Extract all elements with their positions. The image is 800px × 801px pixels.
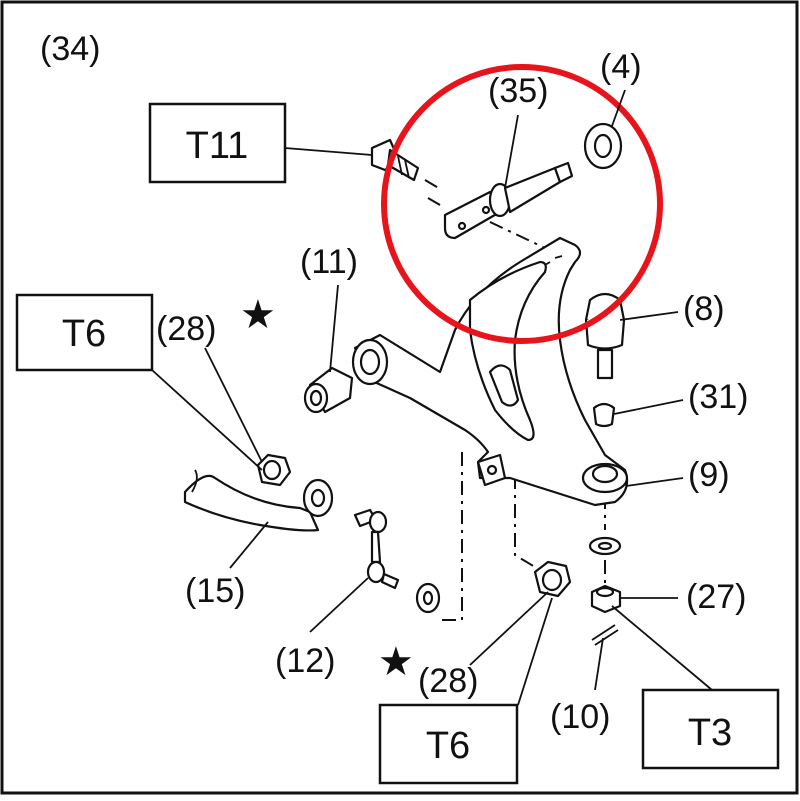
star-marker-bottom: ★: [378, 640, 414, 684]
torque-label-t3: T3: [688, 712, 732, 754]
label-28-top: (28): [156, 310, 216, 348]
bushing-11: [303, 366, 354, 414]
leader-lines: [151, 89, 713, 706]
pivot-bracket-35: [443, 161, 574, 240]
washer-12: [415, 582, 441, 614]
label-31: (31): [688, 378, 748, 416]
stabilizer-bar-15: [183, 469, 334, 532]
label-8: (8): [683, 290, 725, 328]
castle-nut-27: [590, 584, 622, 614]
torque-box-t6-top: T6: [15, 293, 154, 372]
torque-label-t6-top: T6: [62, 313, 106, 355]
label-11: (11): [300, 243, 358, 281]
torque-box-t3: T3: [641, 688, 780, 770]
label-34: (34): [40, 30, 100, 68]
torque-label-t6-bottom: T6: [426, 725, 470, 767]
lower-control-arm: [351, 236, 629, 507]
nut-28-top: [256, 453, 292, 487]
cotter-pin-10: [591, 624, 619, 646]
nut-28-bottom: [533, 560, 572, 598]
stabilizer-link-12: [353, 508, 400, 590]
label-27: (27): [686, 578, 746, 616]
torque-box-t6-bottom: T6: [378, 703, 519, 785]
washer-lower: [588, 536, 622, 556]
seal-31: [592, 402, 616, 428]
label-35: (35): [488, 72, 548, 110]
washer-4: [583, 122, 623, 170]
label-10: (10): [550, 698, 610, 736]
label-12: (12): [275, 642, 335, 680]
ball-joint-8: [584, 292, 626, 380]
highlight-circle: [381, 64, 663, 344]
label-15: (15): [185, 572, 245, 610]
torque-label-t11: T11: [186, 125, 249, 167]
label-9: (9): [688, 456, 730, 494]
label-4: (4): [600, 48, 642, 86]
star-marker-top: ★: [240, 293, 276, 337]
label-28-bottom: (28): [418, 662, 478, 700]
torque-box-t11: T11: [148, 102, 287, 184]
